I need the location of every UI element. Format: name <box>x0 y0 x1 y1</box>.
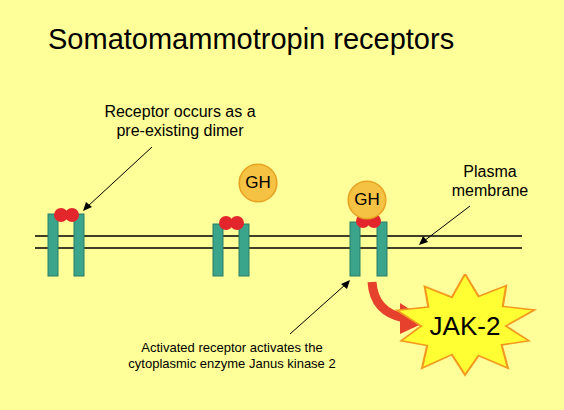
leader-line <box>424 206 470 241</box>
leader-arrowhead <box>341 280 350 289</box>
membrane-line <box>35 247 522 248</box>
receptor-dimer <box>48 208 84 276</box>
membrane-line <box>35 235 522 236</box>
leader-arrowhead <box>83 202 92 211</box>
leader-line <box>290 284 346 334</box>
callout-text: Plasma membrane <box>448 162 532 200</box>
hormone-circle: GH <box>238 163 278 203</box>
node-text: GH <box>245 173 271 193</box>
node-text: JAK-2 <box>430 311 501 342</box>
starburst-node: JAK-2 <box>392 274 538 378</box>
callout-text: Activated receptor activates the cytopla… <box>112 340 352 371</box>
leader-line <box>87 147 152 207</box>
receptor-dimer <box>350 214 387 276</box>
node-text: GH <box>354 190 380 210</box>
title: Somatomammotropin receptors <box>48 22 454 57</box>
receptor-dimer <box>213 216 249 276</box>
node-shape <box>348 181 386 219</box>
hormone-circle: GH <box>347 180 387 220</box>
node-shape <box>239 164 277 202</box>
callout-text: Receptor occurs as a pre-existing dimer <box>90 102 270 140</box>
node-shape <box>397 274 535 375</box>
leader-arrowhead <box>419 236 428 245</box>
